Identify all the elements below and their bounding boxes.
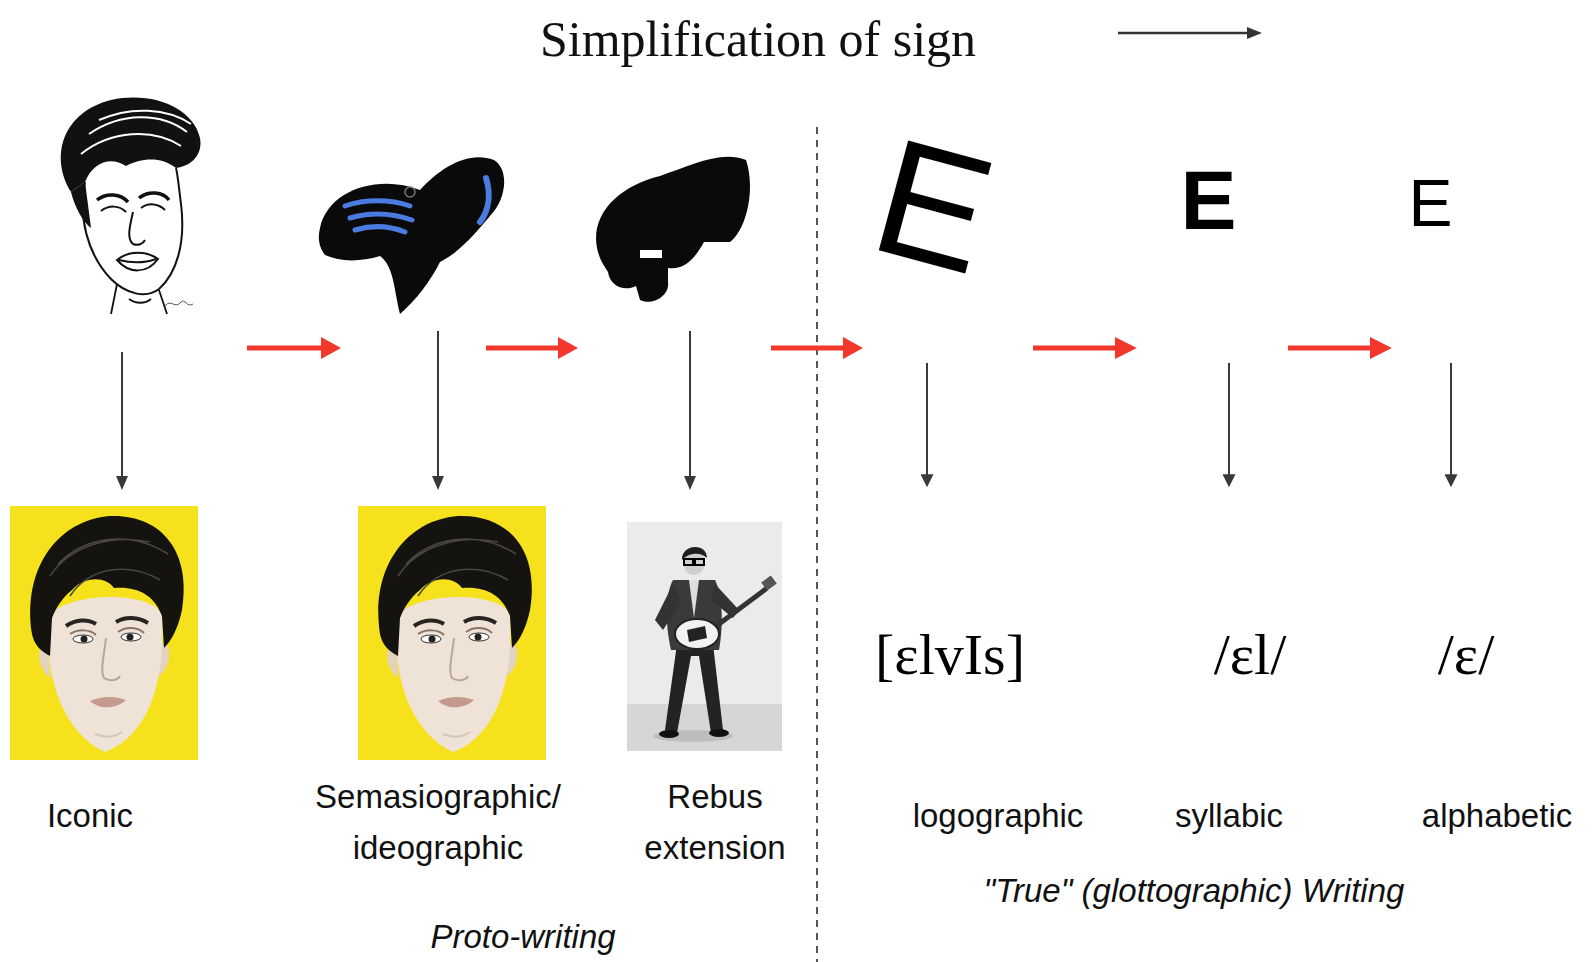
- figure-arm: [655, 584, 681, 630]
- connector-arrow: [1450, 363, 1452, 482]
- rebus-referent: Rebus extension: [627, 522, 782, 751]
- stage-caption: logographic: [913, 790, 1084, 841]
- syllabic-reading: /ɛl/syllabic: [1202, 490, 1299, 700]
- sign-text: /ɛl/: [1214, 490, 1287, 690]
- caricature-neck: [111, 284, 167, 314]
- stage-caption: Semasiographic/ ideographic: [288, 771, 588, 873]
- stage-caption: Rebus extension: [610, 771, 820, 873]
- sign-blue-strokes: [345, 201, 412, 232]
- figure-shoe: [659, 730, 679, 738]
- photo-ground: [627, 522, 782, 751]
- sign-text: E: [835, 102, 1033, 307]
- caricature-hair-strands: [81, 111, 191, 154]
- guitarist-photo: [627, 522, 782, 751]
- sign-notch: [640, 250, 662, 258]
- divider-line: [816, 127, 818, 962]
- guitar-head: [761, 575, 777, 590]
- sign-text: /ɛ/: [1438, 490, 1495, 690]
- red-arrow: [247, 337, 341, 359]
- caricature-nose: [129, 212, 145, 245]
- figure-shoe: [709, 729, 729, 737]
- guitar-body: [675, 619, 719, 649]
- sign-silhouette: [596, 157, 750, 302]
- red-arrow: [486, 337, 578, 359]
- caricature-eyes: [101, 204, 165, 212]
- figure-glasses: [695, 559, 704, 565]
- logographic-reading: [ɛlvIs]logographic: [863, 490, 1037, 700]
- semasiographic-sign: [319, 157, 504, 314]
- guitar-neck: [711, 588, 767, 630]
- iconic-referent: Iconic: [10, 506, 198, 760]
- face-photo: [358, 506, 546, 760]
- connector-arrow: [1033, 346, 1128, 351]
- connector-arrow: [1288, 346, 1383, 351]
- semasiographic-referent: Semasiographic/ ideographic: [358, 506, 546, 760]
- sign-text: E: [1136, 120, 1281, 242]
- sign-eye: [405, 187, 415, 197]
- figure-glasses: [684, 559, 693, 565]
- syllabic-sign: E: [1140, 120, 1285, 360]
- photo-floor: [627, 704, 782, 751]
- title-arrow: [1118, 27, 1262, 39]
- caricature-ground: [41, 94, 204, 316]
- caricature-signature: [165, 301, 193, 306]
- alphabetic-sign: E: [1395, 120, 1510, 360]
- down-arrow: [684, 331, 696, 490]
- red-arrow: [771, 337, 863, 359]
- figure-shirt: [689, 580, 699, 618]
- stage-caption: alphabetic: [1422, 790, 1572, 841]
- connector-arrow: [1228, 363, 1230, 482]
- group-label: "True" (glottographic) Writing: [984, 872, 1405, 910]
- rebus-sign: [596, 157, 750, 302]
- stage-caption: syllabic: [1175, 790, 1283, 841]
- guitar-pickguard: [687, 626, 707, 642]
- sign-blue-stroke: [480, 178, 489, 222]
- caricature-lips: [117, 253, 158, 271]
- caricature-sideburn: [71, 182, 91, 228]
- down-arrow: [116, 352, 128, 490]
- sign-text: E: [1373, 120, 1488, 236]
- caricature-face: [83, 168, 183, 294]
- caricature-hair: [61, 98, 201, 192]
- face-photo: [10, 506, 198, 760]
- sign-silhouette: [319, 157, 504, 314]
- connector-arrow: [926, 363, 928, 482]
- figure-legs: [665, 644, 723, 733]
- alphabetic-reading: /ɛ/alphabetic: [1426, 490, 1507, 700]
- group-label: Proto-writing: [430, 918, 615, 956]
- down-arrow: [432, 331, 444, 490]
- diagram-title: Simplification of sign: [540, 10, 976, 68]
- caricature-drawing: [41, 94, 204, 316]
- caricature-brows: [97, 193, 169, 202]
- sign-text: [ɛlvIs]: [875, 490, 1025, 690]
- photo-shadow: [653, 730, 733, 742]
- stage-caption: Iconic: [47, 790, 133, 841]
- logographic-sign: E: [870, 120, 1030, 360]
